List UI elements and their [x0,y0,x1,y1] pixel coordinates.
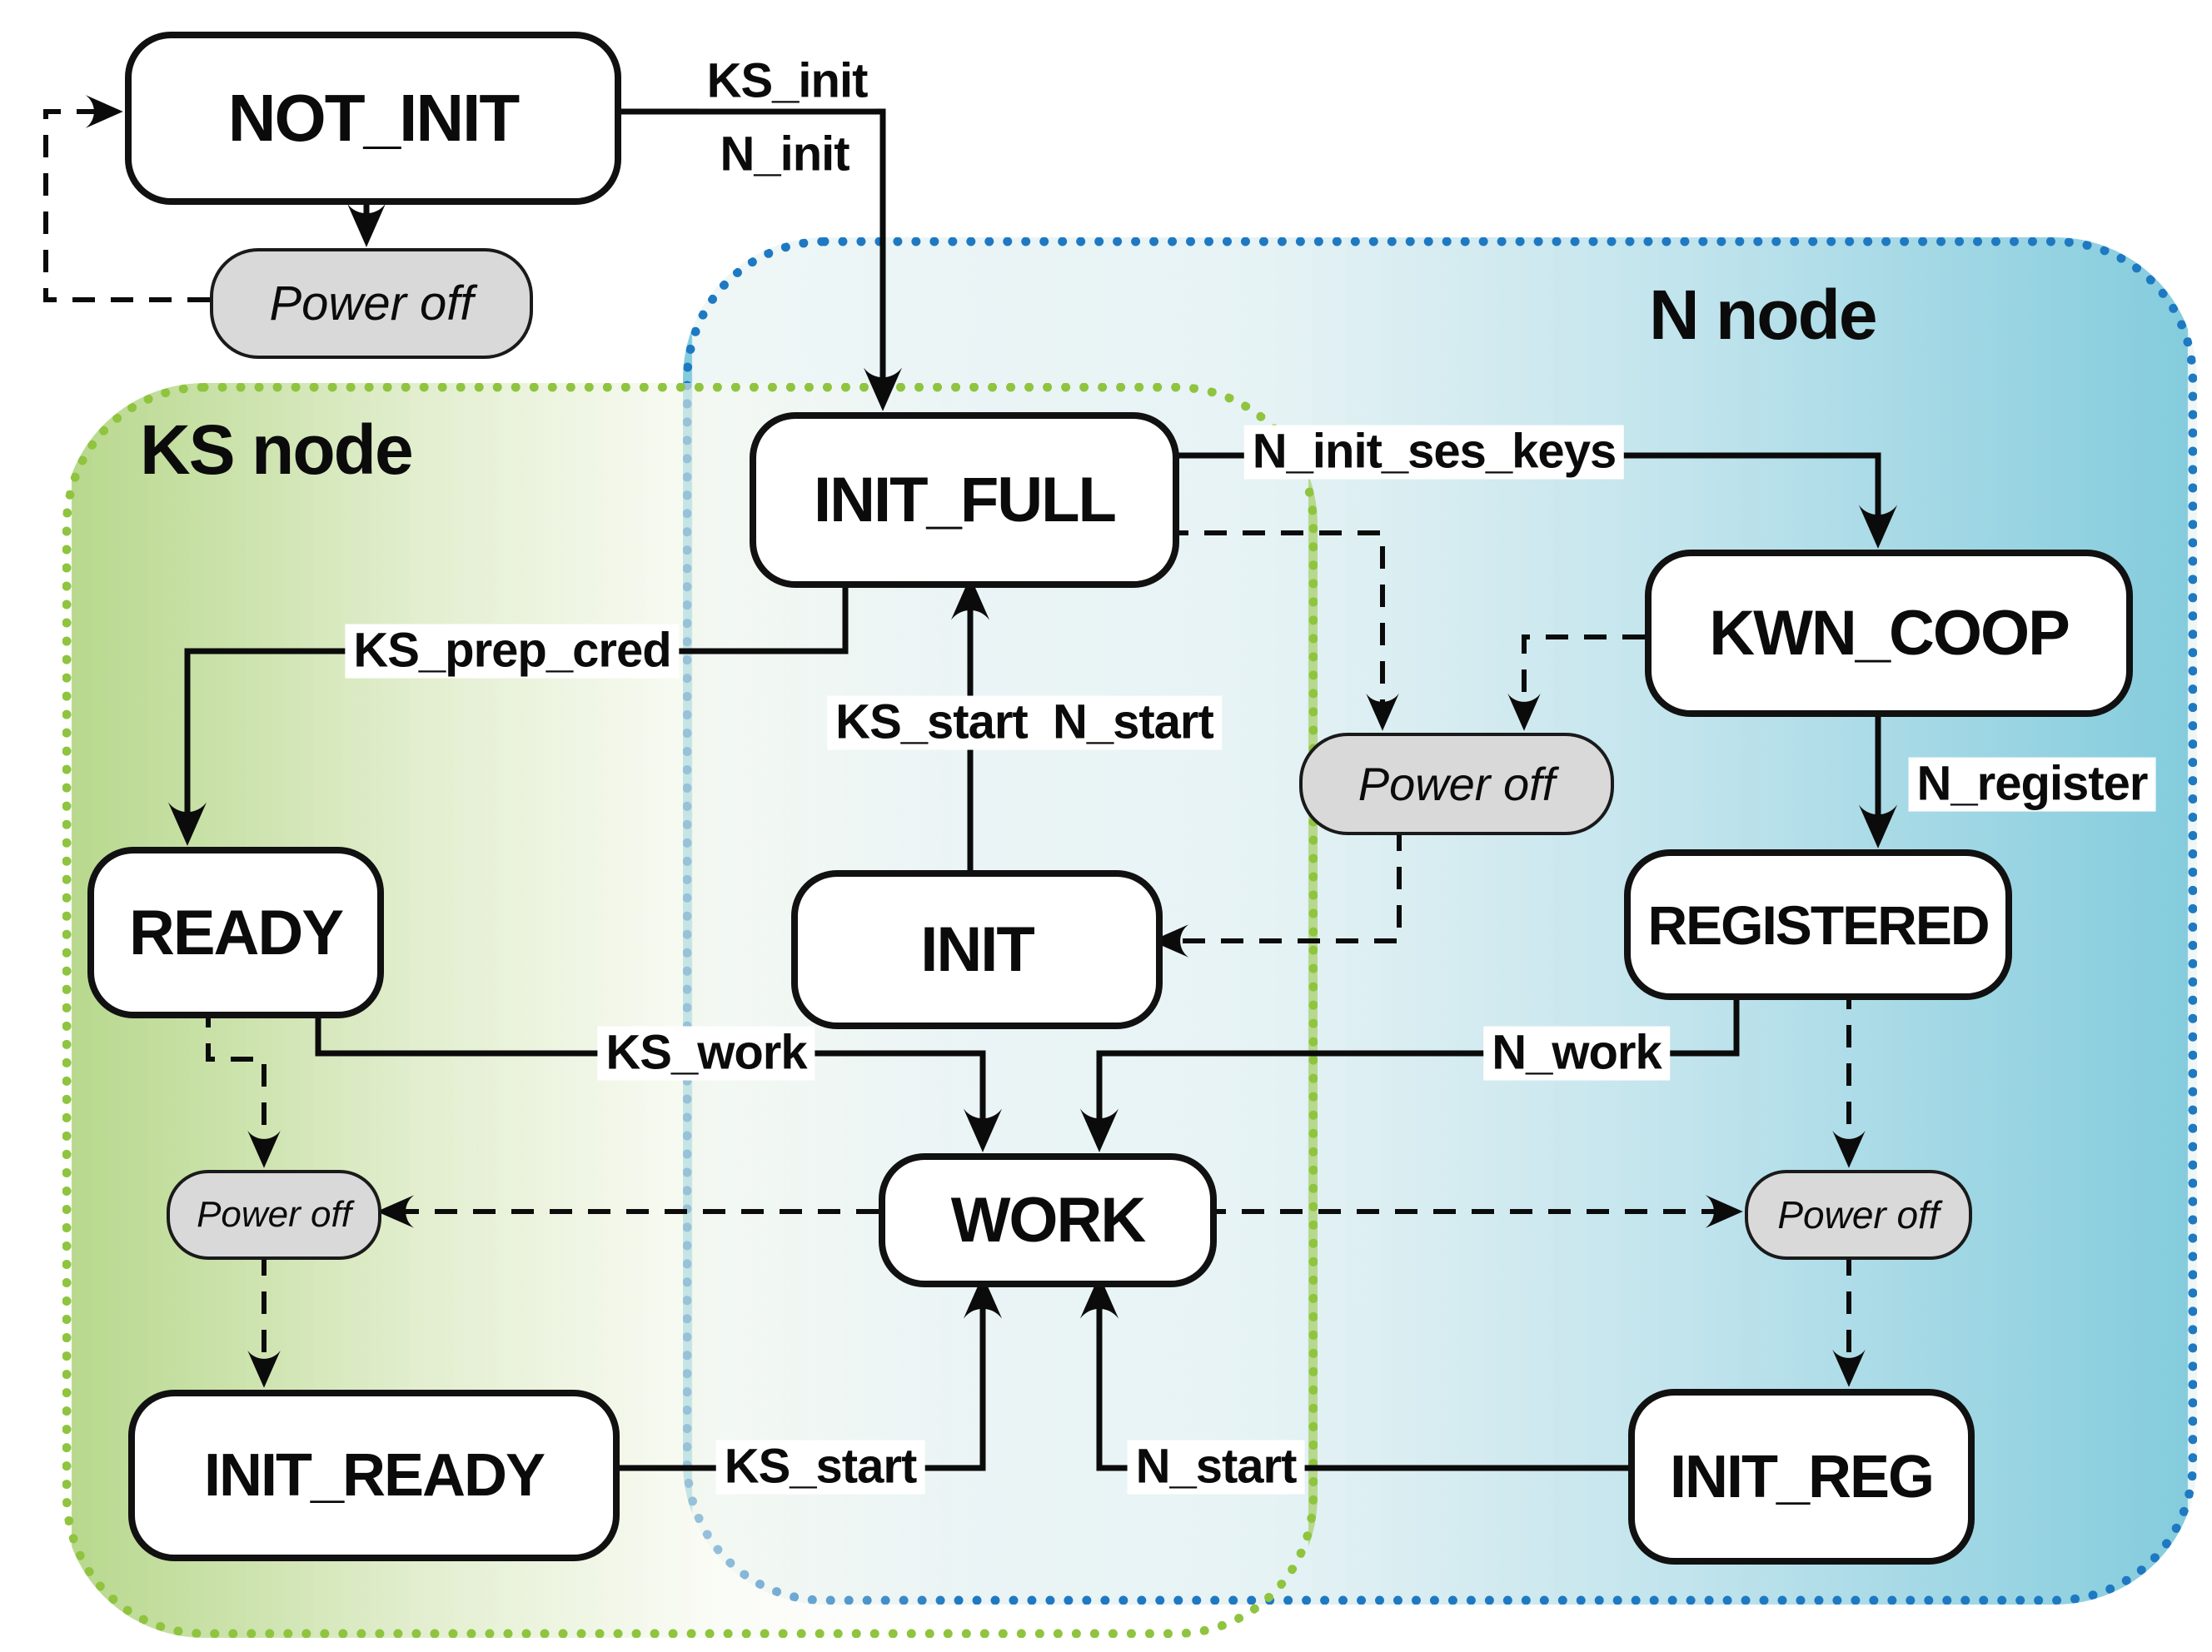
state-kwn-coop-label: KWN_COOP [1709,598,2070,669]
state-init-full: INIT_FULL [750,412,1179,588]
state-registered: REGISTERED [1624,849,2012,1000]
state-init-reg: INIT_REG [1628,1389,1975,1565]
power-off-left-label: Power off [197,1194,351,1235]
label-n-init-ses-keys: N_init_ses_keys [1243,425,1625,480]
state-init-label: INIT [920,914,1035,985]
pseudo-power-off-mid: Power off [1299,733,1614,835]
state-kwn-coop: KWN_COOP [1645,550,2133,717]
edge-n-start-bottom [1079,1275,1628,1471]
label-n-work: N_work [1483,1026,1670,1081]
region-n-label: N node [1649,276,1878,354]
power-off-mid-label: Power off [1358,758,1556,810]
state-ready-label: READY [128,897,344,968]
state-work: WORK [879,1153,1217,1287]
edge-n-work [1079,987,1740,1152]
label-ks-start-n-start: KS_start N_start [827,695,1222,750]
power-off-right-label: Power off [1777,1193,1940,1237]
label-ks-init: KS_init [698,54,876,109]
pseudo-power-off-top: Power off [210,248,533,359]
state-init: INIT [791,870,1163,1029]
state-not-init-label: NOT_INIT [227,81,520,155]
edge-poweroff-to-init [1151,828,1402,958]
state-not-init: NOT_INIT [125,32,621,205]
edge-ready-to-poweroff [206,1005,281,1168]
state-init-ready-label: INIT_READY [203,1442,546,1509]
label-n-start-bottom: N_start [1127,1440,1305,1495]
label-n-register: N_register [1908,757,2156,812]
state-registered-label: REGISTERED [1647,893,1990,956]
edge-ks-init-n-init [608,108,903,411]
label-ks-start-bottom: KS_start [715,1440,925,1495]
edge-poweroff-to-notinit [43,95,210,302]
label-n-init: N_init [711,127,858,182]
state-init-reg-label: INIT_REG [1669,1443,1935,1510]
edge-initfull-to-poweroff [1166,530,1399,731]
pseudo-power-off-right: Power off [1745,1170,1972,1260]
edge-ks-prep-cred [167,575,849,846]
state-init-full-label: INIT_FULL [814,465,1117,535]
region-ks-label: KS node [140,411,414,489]
edge-kwncoop-to-poweroff [1507,634,1645,731]
label-ks-prep-cred: KS_prep_cred [345,624,680,679]
state-init-ready: INIT_READY [128,1390,620,1561]
state-work-label: WORK [950,1185,1147,1256]
state-ready: READY [87,847,384,1018]
label-ks-work: KS_work [597,1026,815,1081]
power-off-top-label: Power off [269,276,474,331]
pseudo-power-off-left: Power off [167,1170,381,1260]
